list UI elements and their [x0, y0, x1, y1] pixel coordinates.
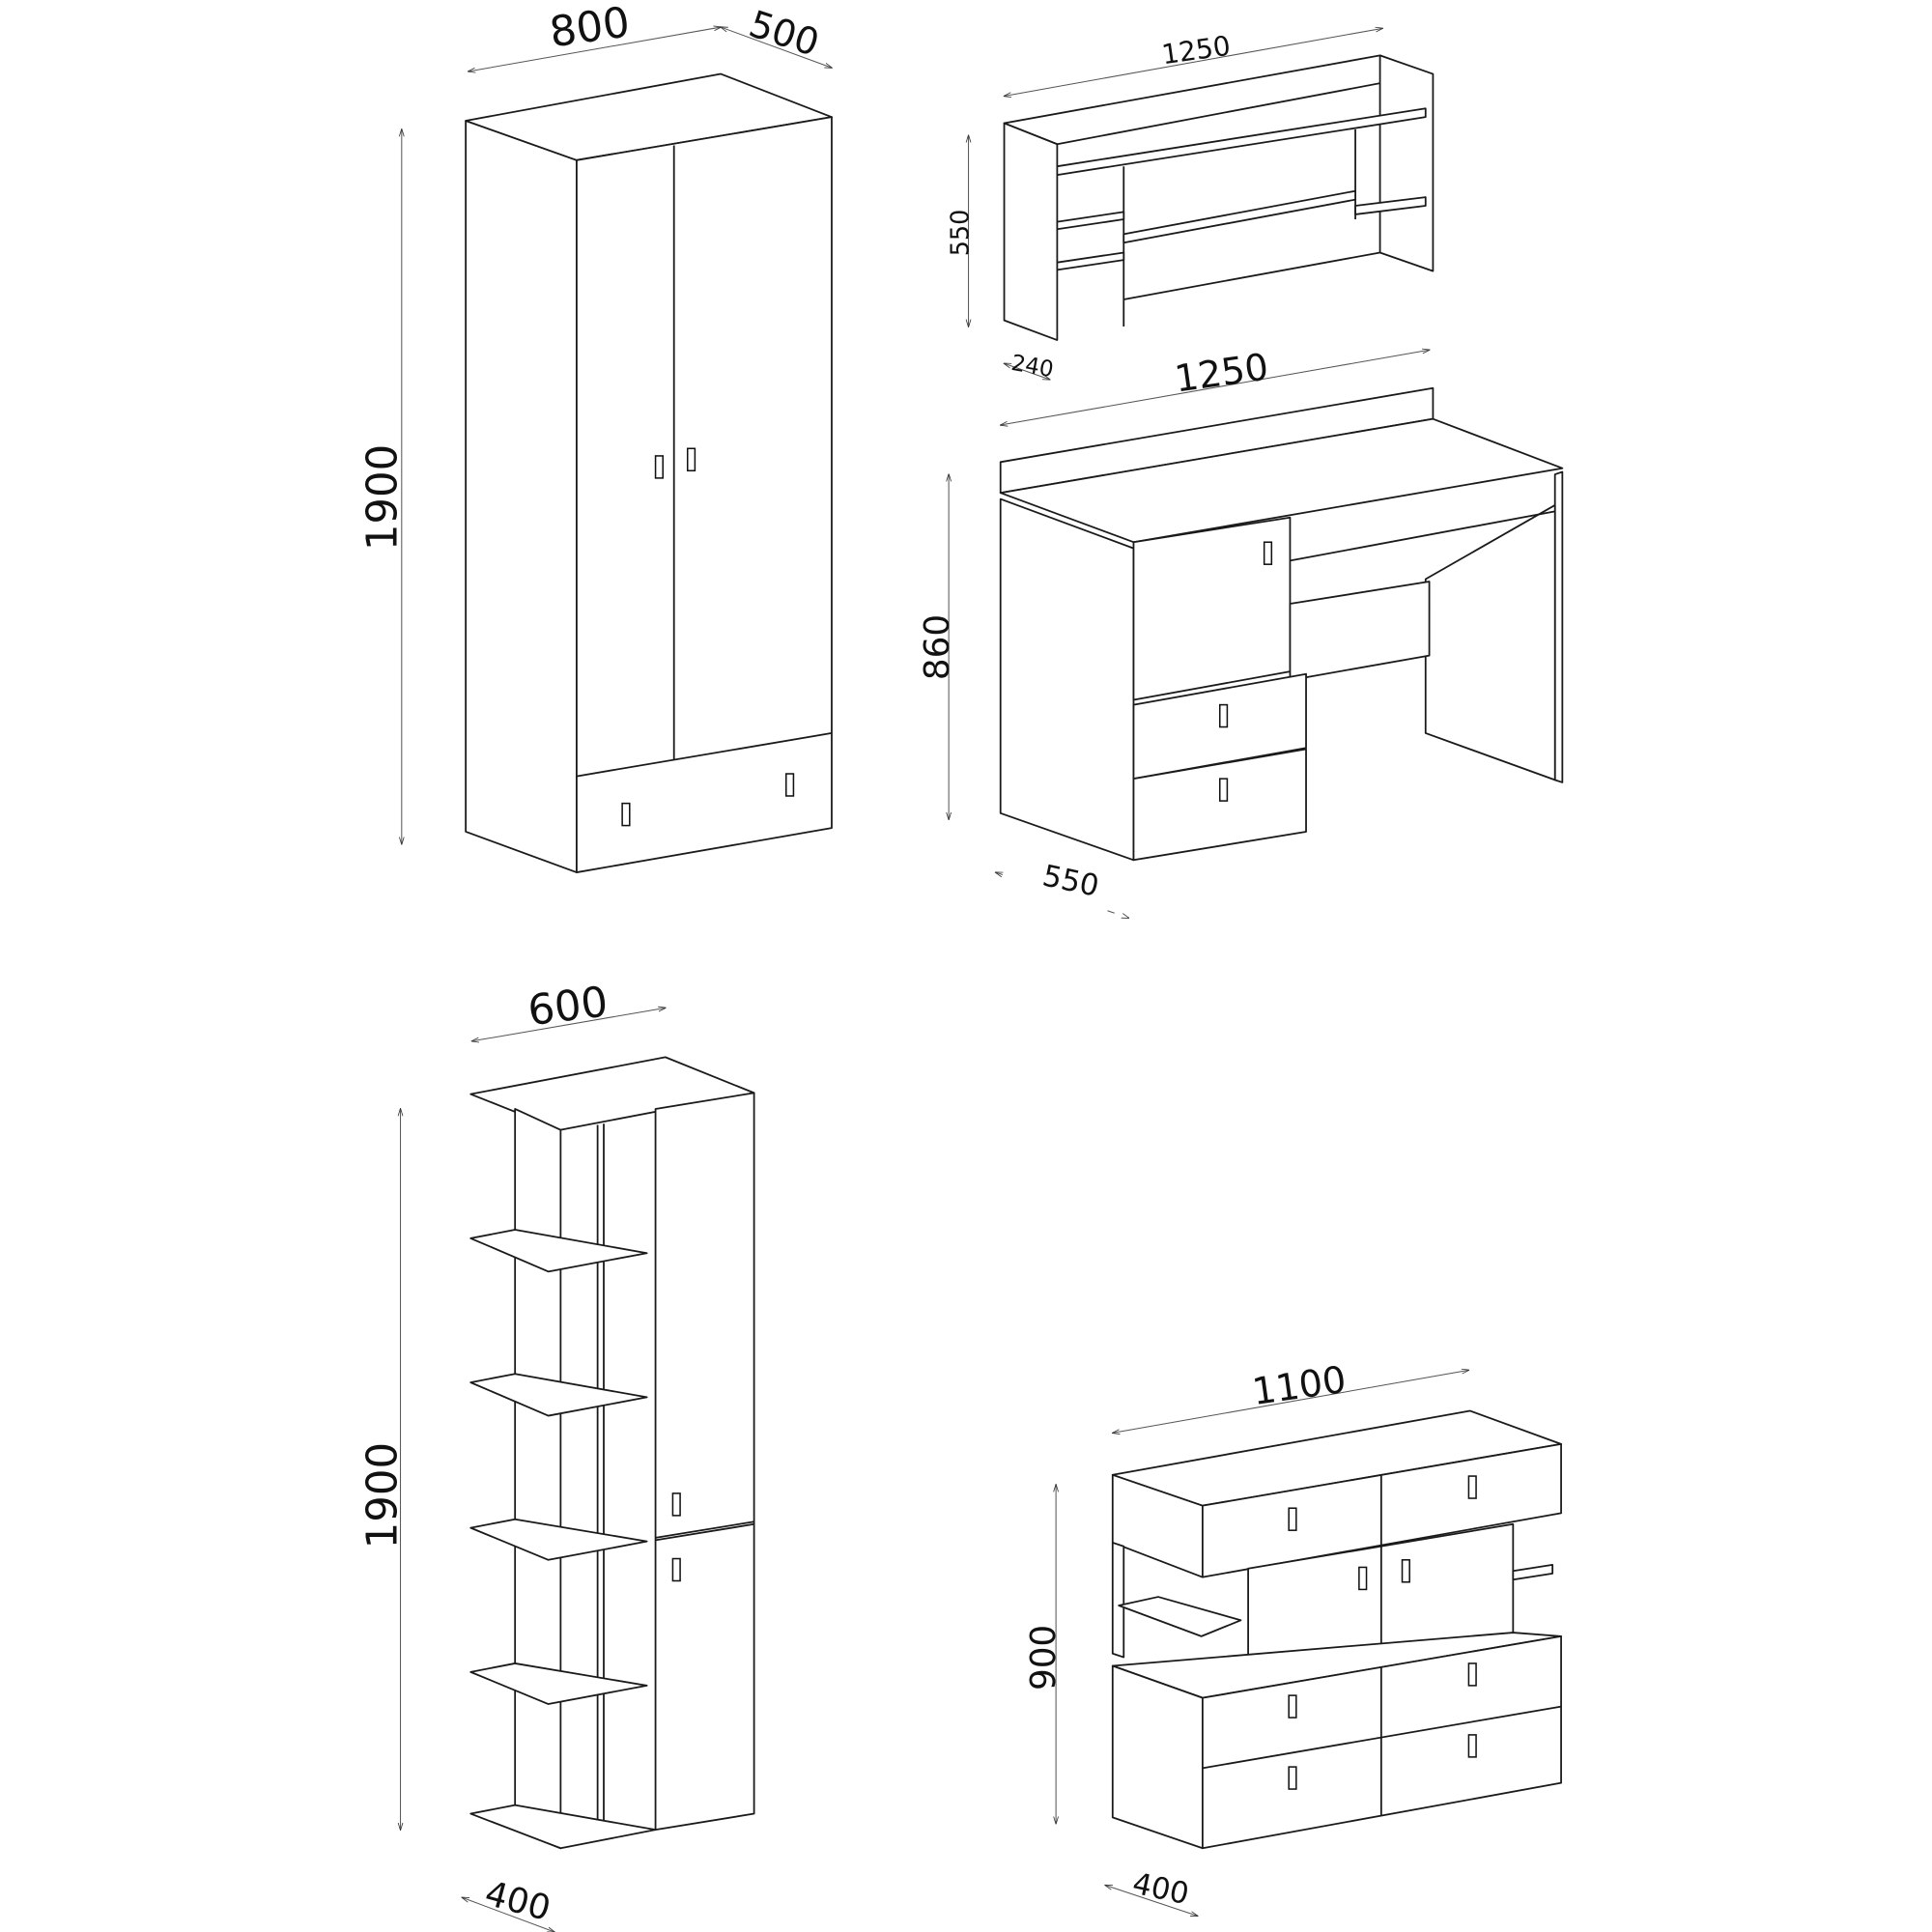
shelf-width: 1250	[1159, 30, 1232, 71]
handle-icon	[671, 1557, 681, 1582]
bookcase-height: 1900	[359, 1442, 408, 1548]
handle-icon	[1467, 1734, 1477, 1758]
handle-icon	[1218, 778, 1229, 802]
dresser: 1100 900 400	[1024, 1358, 1562, 1917]
dimension-line	[721, 27, 832, 68]
dimension-line	[1001, 350, 1430, 425]
bookcase-depth: 400	[481, 1874, 554, 1929]
dresser-height: 900	[1024, 1625, 1064, 1690]
dimension-line	[1113, 1370, 1469, 1433]
handle-icon	[671, 1492, 681, 1517]
dresser-depth: 400	[1129, 1867, 1191, 1912]
dresser-width: 1100	[1250, 1358, 1350, 1414]
bookcase-width: 600	[526, 978, 611, 1036]
dimension-line	[469, 27, 721, 71]
dimension-line	[1005, 28, 1383, 96]
wardrobe-height: 1900	[359, 444, 408, 551]
handle-icon	[1467, 1475, 1477, 1499]
wardrobe-width: 800	[547, 0, 633, 57]
handle-icon	[1467, 1662, 1477, 1687]
handle-icon	[654, 455, 664, 479]
handle-icon	[1358, 1566, 1368, 1591]
handle-icon	[785, 773, 795, 797]
handle-icon	[1401, 1559, 1410, 1583]
desk-height: 860	[918, 614, 957, 680]
handle-icon	[686, 447, 696, 472]
handle-icon	[621, 802, 631, 827]
dimension-line	[1105, 1886, 1198, 1917]
dimension-line	[462, 1897, 554, 1932]
handle-icon	[1263, 541, 1273, 565]
dimension-line	[472, 1008, 666, 1040]
handle-icon	[1288, 1694, 1297, 1719]
desk-depth: 550	[1039, 859, 1101, 903]
wardrobe-depth: 500	[744, 2, 824, 65]
shelf-depth: 240	[1009, 351, 1056, 383]
shelf-height: 550	[947, 210, 976, 257]
handle-icon	[1218, 703, 1229, 728]
desk: 1250 860 550	[918, 345, 1564, 918]
handle-icon	[1288, 1507, 1297, 1531]
desk-width: 1250	[1172, 345, 1271, 401]
wardrobe: 800 500 1900	[359, 0, 832, 873]
wall-shelf: 1250 550 240	[947, 28, 1435, 383]
bookcase: 600 1900 400	[359, 978, 755, 1932]
handle-icon	[1288, 1766, 1297, 1790]
